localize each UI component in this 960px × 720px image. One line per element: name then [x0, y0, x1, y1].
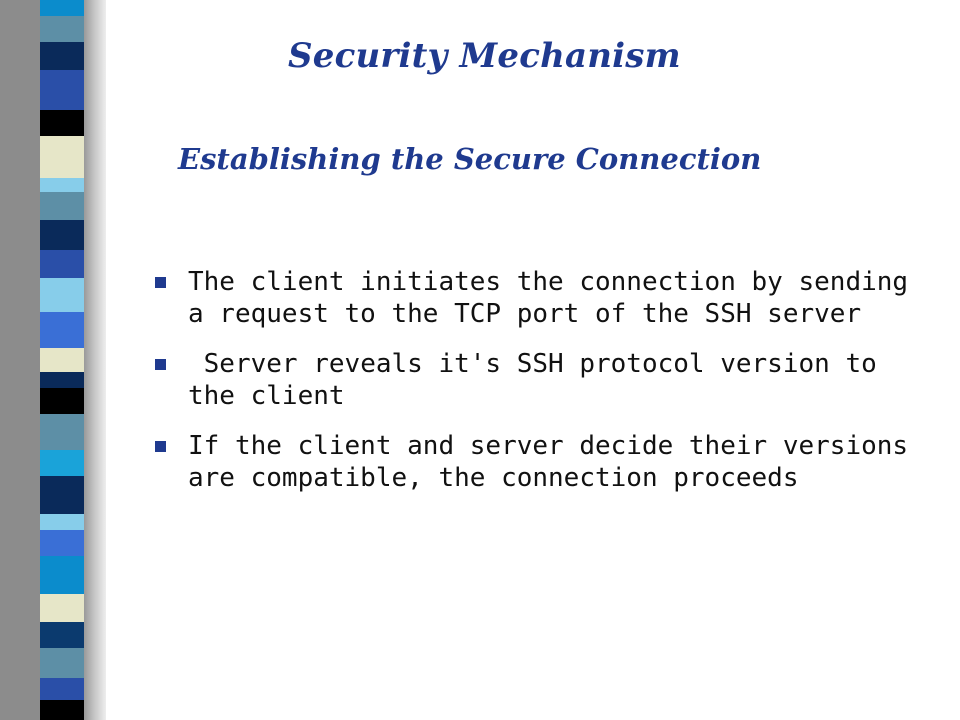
stripe-block [40, 514, 84, 530]
stripe-block [40, 192, 84, 220]
slide-subtitle: Establishing the Secure Connection [178, 142, 762, 176]
stripe-block [40, 0, 84, 16]
stripe-block [40, 278, 84, 312]
stripe-block [40, 250, 84, 278]
stripe-block [40, 16, 84, 42]
left-stripe-decoration [0, 0, 108, 720]
slide-title: Security Mechanism [288, 36, 681, 76]
stripe-block [40, 136, 84, 178]
stripe-block [40, 622, 84, 648]
stripe-dark-band [0, 0, 40, 720]
stripe-block [40, 414, 84, 450]
stripe-block [40, 178, 84, 192]
bullet-text: Server reveals it's SSH protocol version… [188, 349, 893, 411]
stripe-block [40, 372, 84, 388]
square-bullet-icon [155, 359, 166, 370]
stripe-block [40, 42, 84, 70]
stripe-shadow [84, 0, 106, 720]
stripe-block [40, 312, 84, 348]
stripe-block [40, 700, 84, 720]
square-bullet-icon [155, 277, 166, 288]
stripe-block [40, 70, 84, 110]
stripe-block [40, 556, 84, 594]
bullet-item: Server reveals it's SSH protocol version… [155, 348, 925, 412]
stripe-block [40, 388, 84, 414]
bullet-item: If the client and server decide their ve… [155, 430, 925, 494]
stripe-block [40, 530, 84, 556]
stripe-block [40, 450, 84, 476]
stripe-block [40, 220, 84, 250]
stripe-block [40, 476, 84, 514]
bullet-list: The client initiates the connection by s… [155, 266, 925, 512]
stripe-block [40, 110, 84, 136]
stripe-color-blocks [40, 0, 84, 720]
square-bullet-icon [155, 441, 166, 452]
stripe-block [40, 594, 84, 622]
stripe-block [40, 678, 84, 700]
stripe-block [40, 648, 84, 678]
bullet-text: The client initiates the connection by s… [188, 267, 909, 329]
stripe-block [40, 348, 84, 372]
bullet-text: If the client and server decide their ve… [188, 431, 909, 493]
bullet-item: The client initiates the connection by s… [155, 266, 925, 330]
